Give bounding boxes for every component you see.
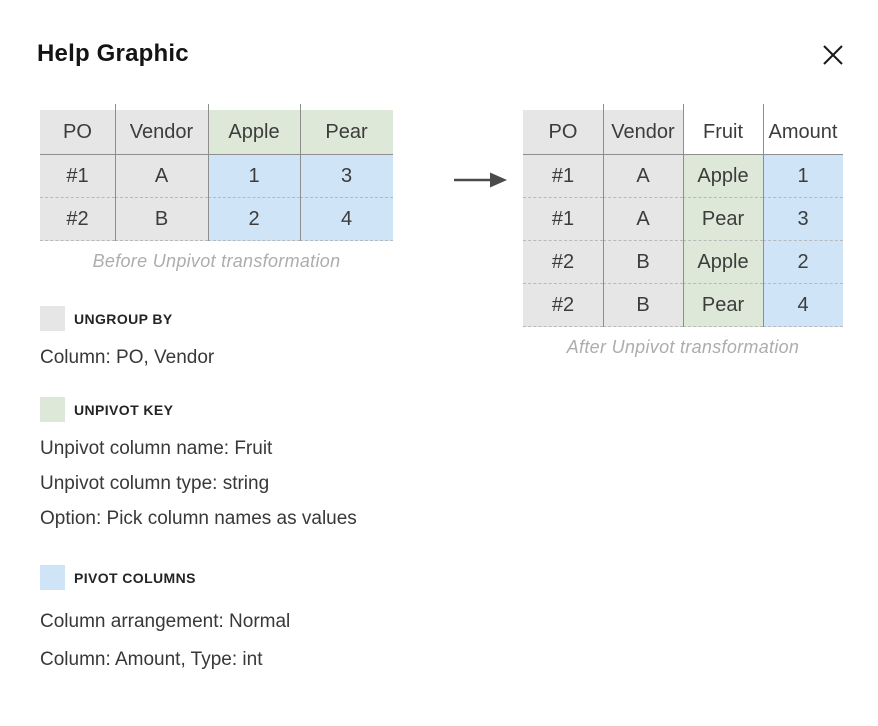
table-cell: B: [115, 198, 208, 241]
close-icon: [823, 45, 843, 65]
legend-text: Unpivot column name: Fruit: [40, 438, 273, 459]
column-divider: [300, 104, 301, 241]
legend-text: Option: Pick column names as values: [40, 508, 357, 529]
table-cell: #1: [523, 198, 603, 241]
legend-unpivot-key: UNPIVOT KEY Unpivot column name: Fruit U…: [40, 397, 357, 536]
table-cell: #1: [40, 155, 115, 198]
table-cell: #2: [40, 198, 115, 241]
table-cell: 4: [763, 284, 843, 327]
legend-text: Column arrangement: Normal: [40, 611, 291, 632]
legend-pivot-columns: PIVOT COLUMNS Column arrangement: Normal…: [40, 565, 290, 679]
column-header: Pear: [300, 110, 393, 155]
before-table-caption: Before Unpivot transformation: [92, 251, 341, 271]
after-table: PO Vendor Fruit Amount #1 A Apple 1 #1 A…: [523, 104, 843, 358]
column-header: Apple: [208, 110, 300, 155]
legend-text: Unpivot column type: string: [40, 473, 270, 494]
legend-text: Column: Amount, Type: int: [40, 649, 263, 670]
table-cell: 2: [763, 241, 843, 284]
table-cell: Apple: [683, 155, 763, 198]
close-button[interactable]: [814, 36, 852, 74]
legend-heading: PIVOT COLUMNS: [74, 569, 196, 586]
table-cell: A: [115, 155, 208, 198]
table-cell: Pear: [683, 198, 763, 241]
legend-ungroup-by: UNGROUP BY Column: PO, Vendor: [40, 306, 214, 375]
column-header: Vendor: [115, 110, 208, 155]
table-cell: 3: [300, 155, 393, 198]
legend-heading: UNPIVOT KEY: [74, 401, 174, 418]
column-header: PO: [523, 110, 603, 155]
after-table-caption: After Unpivot transformation: [566, 337, 800, 357]
column-divider: [763, 104, 764, 327]
dialog-title: Help Graphic: [37, 40, 189, 67]
column-header: Vendor: [603, 110, 683, 155]
before-table: PO Vendor Apple Pear #1 A 1 3 #2 B 2 4 B…: [40, 104, 393, 272]
table-cell: #1: [523, 155, 603, 198]
ungroup-by-swatch: [40, 306, 65, 331]
table-cell: 2: [208, 198, 300, 241]
table-cell: 3: [763, 198, 843, 241]
table-cell: 1: [208, 155, 300, 198]
legend-heading: UNGROUP BY: [74, 310, 173, 327]
table-cell: Apple: [683, 241, 763, 284]
table-cell: Pear: [683, 284, 763, 327]
unpivot-key-swatch: [40, 397, 65, 422]
transform-arrow-icon: [454, 172, 507, 188]
table-cell: B: [603, 284, 683, 327]
column-divider: [208, 104, 209, 241]
table-cell: 1: [763, 155, 843, 198]
column-header: Fruit: [683, 110, 763, 155]
table-cell: B: [603, 241, 683, 284]
column-divider: [683, 104, 684, 327]
table-cell: #2: [523, 241, 603, 284]
column-header: Amount: [763, 110, 843, 155]
table-cell: A: [603, 198, 683, 241]
pivot-columns-swatch: [40, 565, 65, 590]
table-cell: 4: [300, 198, 393, 241]
column-header: PO: [40, 110, 115, 155]
legend-text: Column: PO, Vendor: [40, 347, 215, 368]
table-cell: A: [603, 155, 683, 198]
table-cell: #2: [523, 284, 603, 327]
column-divider: [115, 104, 116, 241]
column-divider: [603, 104, 604, 327]
